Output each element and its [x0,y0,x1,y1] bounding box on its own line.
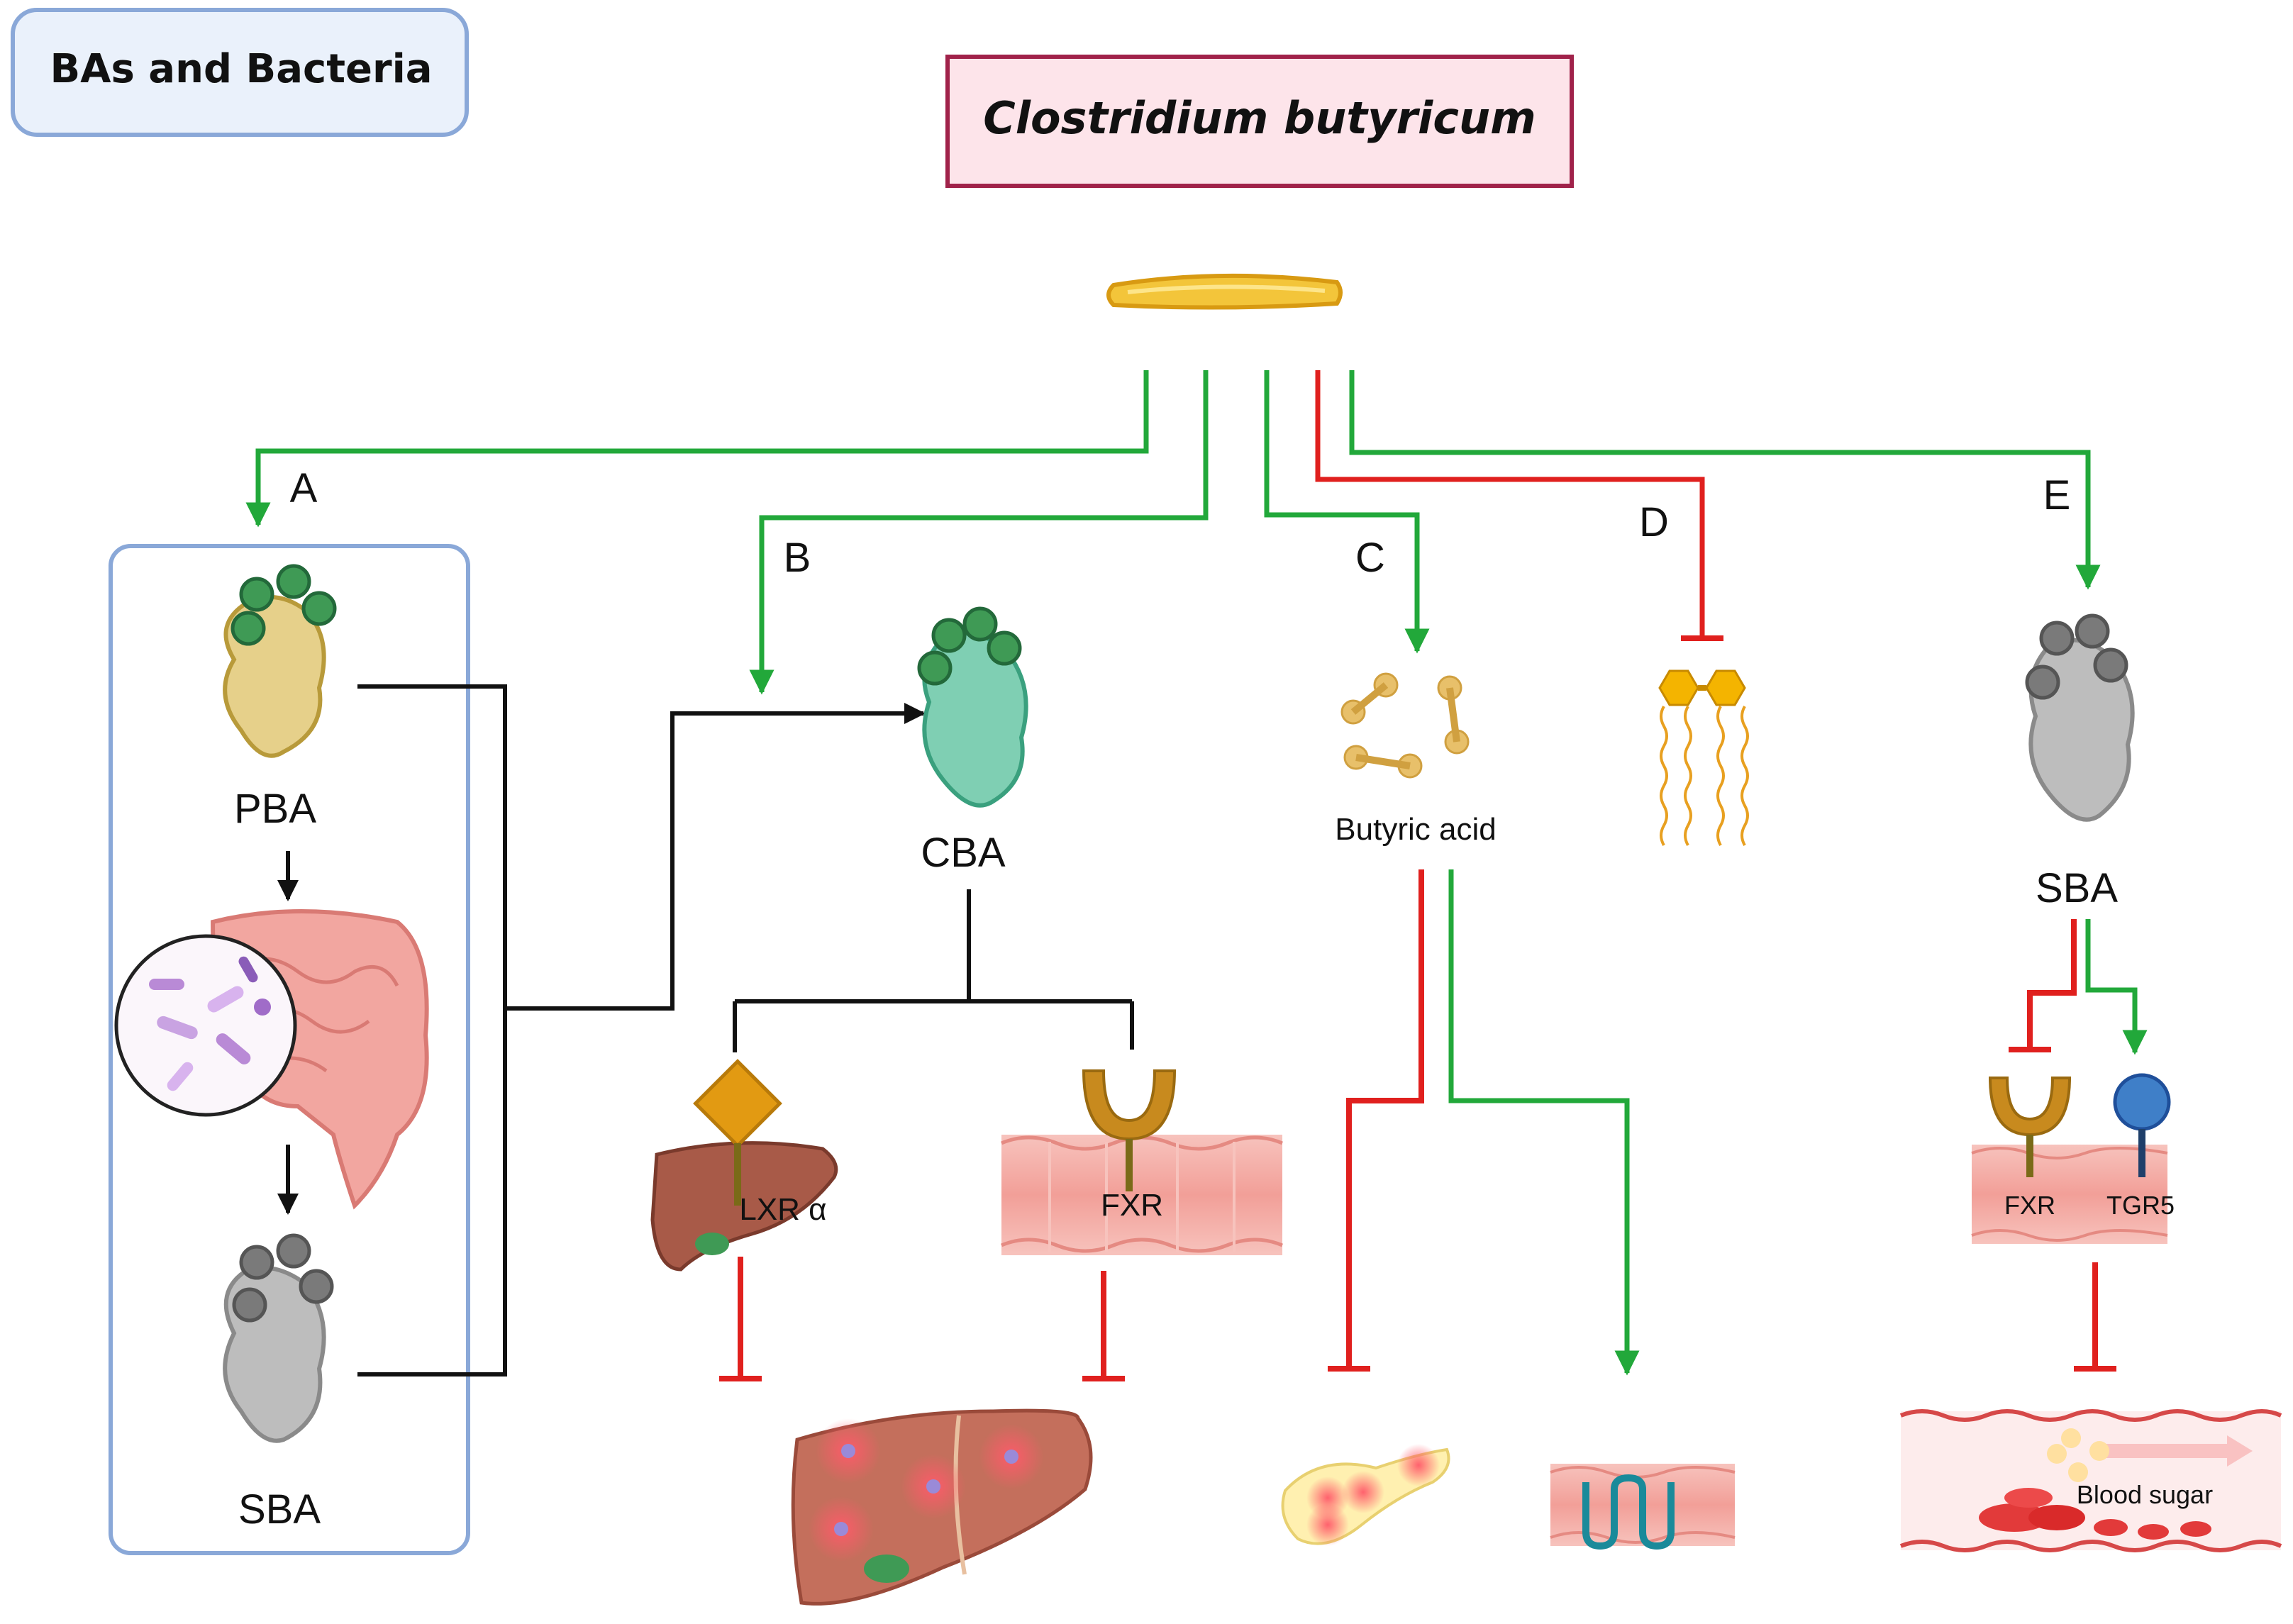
sba-left-molecule [223,1233,334,1443]
fxr-mid-inhibit [1082,1271,1125,1381]
sba-tgr5-activate [2085,919,2148,1055]
tgr5-receptor-icon [2113,1073,2171,1131]
panel-to-cba-arrow [505,703,926,1011]
branch-b-arrow [749,370,1209,695]
fxr-right-receptor-icon [1988,1077,2072,1137]
sba-right-label: SBA [2036,865,2118,911]
gut-barrier-icon [1550,1464,1736,1550]
tgr5-label: TGR5 [2106,1191,2175,1220]
microbiome-zoom-icon [114,934,297,1117]
fxr-right-label: FXR [2004,1191,2055,1220]
cba-label: CBA [921,830,1006,876]
blood-sugar-label: Blood sugar [2077,1480,2213,1509]
butyric-acid-icon [1340,672,1470,779]
intestine-inhibit [2074,1262,2116,1372]
fxr-receptor-icon [1082,1069,1177,1141]
branch-d-label: D [1639,499,1669,545]
cba-molecule [917,606,1028,808]
butyric-inhibit [1328,869,1424,1372]
butyric-acid-label: Butyric acid [1335,812,1496,847]
branch-b-label: B [784,535,811,581]
branch-e-arrow [1349,370,2101,590]
organism-box: Clostridium butyricum [945,55,1574,188]
intestine-fxr-icon [1001,1135,1283,1255]
lxr-diamond-icon [693,1059,782,1148]
lxr-label: LXR α [739,1192,826,1227]
cba-split-connector [733,889,1134,1052]
blood-vessel-icon [1899,1409,2282,1552]
bacterium-icon [1106,273,1343,310]
organism-title: Clostridium butyricum [983,92,1536,144]
fxr-mid-label: FXR [1101,1188,1163,1223]
ba-panel [109,544,470,1555]
section-title-box: BAs and Bacteria [11,8,469,137]
section-title: BAs and Bacteria [50,46,432,92]
branch-a-label: A [290,465,318,511]
sba-right-molecule [2025,613,2135,822]
sba-left-label: SBA [238,1486,321,1533]
pba-molecule [223,564,337,758]
pba-label: PBA [234,786,316,832]
pancreas-icon [1281,1444,1450,1546]
butyric-activate [1448,869,1640,1376]
branch-d-inhibit [1315,370,1705,638]
sba-fxr-inhibit [2009,919,2077,1052]
branch-c-arrow [1264,370,1430,654]
branch-c-label: C [1355,535,1385,581]
panel-connector [357,684,507,1376]
lxr-inhibit [719,1257,762,1381]
branch-e-label: E [2043,472,2071,518]
fatty-liver-icon [791,1408,1093,1606]
intestine-right-icon [1971,1145,2168,1244]
liver-lxr-icon [650,1141,838,1272]
branch-a-arrow [245,370,1149,528]
lipid-dimer-icon [1658,669,1749,846]
